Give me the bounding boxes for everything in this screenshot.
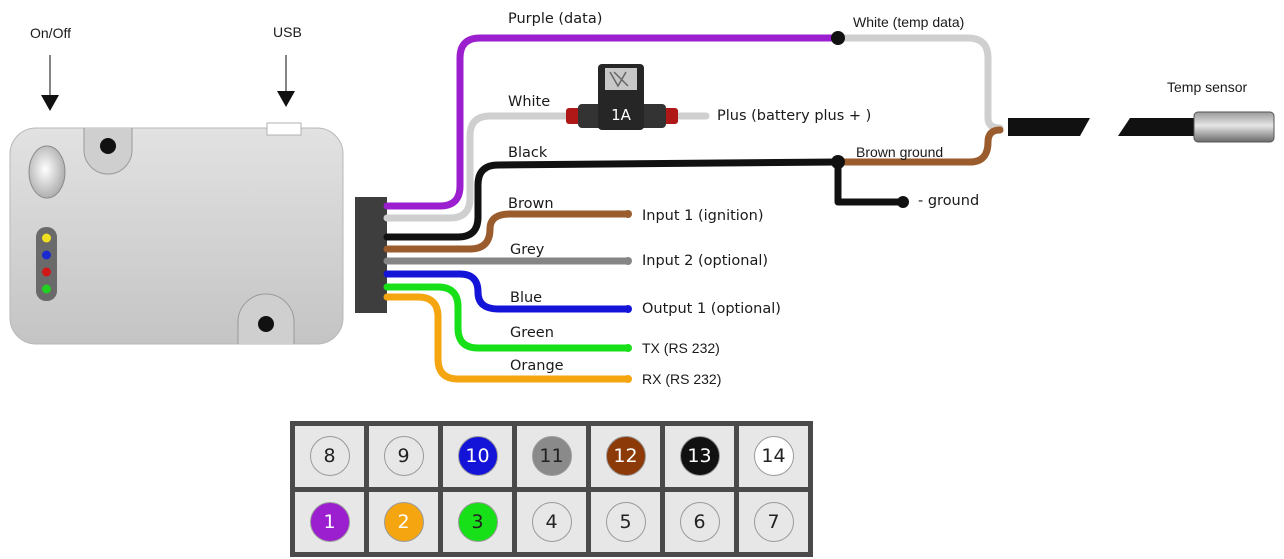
pin-cell: 10 <box>443 426 512 487</box>
white-temp-data-label: White (temp data) <box>853 14 964 30</box>
input2-label: Input 2 (optional) <box>642 253 768 269</box>
orange-wire <box>383 293 632 383</box>
sensor-cable-end <box>1008 118 1090 136</box>
pin-11: 11 <box>531 436 572 477</box>
ground-terminal <box>897 196 909 208</box>
led-yellow <box>42 233 51 243</box>
wiring-diagram: On/Off USB <box>9 11 1275 387</box>
tx-label: TX (RS 232) <box>642 340 720 356</box>
pin-cell: 3 <box>443 491 512 552</box>
pin-cell: 1 <box>295 491 364 552</box>
pin-8: 8 <box>309 436 350 477</box>
junction-dot <box>831 155 845 169</box>
junction-dot <box>831 31 845 45</box>
black-wire-label: Black <box>508 145 548 161</box>
pin-10: 10 <box>457 436 498 477</box>
pin-7: 7 <box>753 501 794 542</box>
pin-cell: 2 <box>369 491 438 552</box>
white-wire <box>383 112 572 222</box>
sensor-brown-wire <box>834 126 1004 166</box>
output1-label: Output 1 (optional) <box>642 301 781 317</box>
rx-label: RX (RS 232) <box>642 371 721 387</box>
input1-label: Input 1 (ignition) <box>642 208 764 224</box>
sensor-cable <box>1118 118 1200 136</box>
pin-5: 5 <box>605 501 646 542</box>
brown-wire-label: Brown <box>508 196 554 212</box>
pin-cell: 5 <box>591 491 660 552</box>
pin-3: 3 <box>457 501 498 542</box>
plus-terminal-label: Plus (battery plus + ) <box>717 108 871 124</box>
pin-cell: 9 <box>369 426 438 487</box>
power-button[interactable] <box>28 145 66 199</box>
blue-wire-label: Blue <box>510 290 542 306</box>
brown-ground-label: Brown ground <box>856 144 943 160</box>
pin-1: 1 <box>309 501 350 542</box>
grey-wire-label: Grey <box>510 242 545 258</box>
led-strip <box>36 227 57 301</box>
pin-cell: 12 <box>591 426 660 487</box>
orange-wire-label: Orange <box>510 358 564 374</box>
pin-cell: 11 <box>517 426 586 487</box>
led-blue <box>42 250 51 260</box>
white-wire-label: White <box>508 94 550 110</box>
usb-port[interactable] <box>266 122 302 136</box>
usb-arrow-icon <box>277 55 295 107</box>
pin-2: 2 <box>383 501 424 542</box>
green-wire <box>383 283 632 352</box>
pin-6: 6 <box>679 501 720 542</box>
pin-cell: 6 <box>665 491 734 552</box>
fuse-label: 1A <box>611 106 632 124</box>
usb-label: USB <box>273 24 302 40</box>
purple-wire-label: Purple (data) <box>508 11 602 27</box>
led-green <box>42 284 51 294</box>
brown-wire <box>383 210 632 253</box>
wire-connector <box>355 197 387 313</box>
pin-cell: 14 <box>739 426 808 487</box>
fuse-1a: 1A <box>566 64 678 130</box>
purple-wire <box>383 34 842 210</box>
pin-12: 12 <box>605 436 646 477</box>
led-red <box>42 267 51 277</box>
pin-4: 4 <box>531 501 572 542</box>
temp-sensor-label: Temp sensor <box>1167 79 1247 95</box>
tracker-device <box>9 122 344 345</box>
ground-label: - ground <box>918 193 979 209</box>
pin-cell: 7 <box>739 491 808 552</box>
temp-sensor-probe <box>1193 111 1275 143</box>
pin-cell: 8 <box>295 426 364 487</box>
black-wire <box>383 158 842 241</box>
pin-13: 13 <box>679 436 720 477</box>
pin-9: 9 <box>383 436 424 477</box>
sensor-white-wire <box>834 34 1004 132</box>
on-off-label: On/Off <box>30 25 71 41</box>
blue-wire <box>383 270 632 313</box>
pin-cell: 13 <box>665 426 734 487</box>
green-wire-label: Green <box>510 325 554 341</box>
ground-wire <box>834 158 906 206</box>
pin-14: 14 <box>753 436 794 477</box>
pin-cell: 4 <box>517 491 586 552</box>
on-off-arrow-icon <box>41 55 59 111</box>
